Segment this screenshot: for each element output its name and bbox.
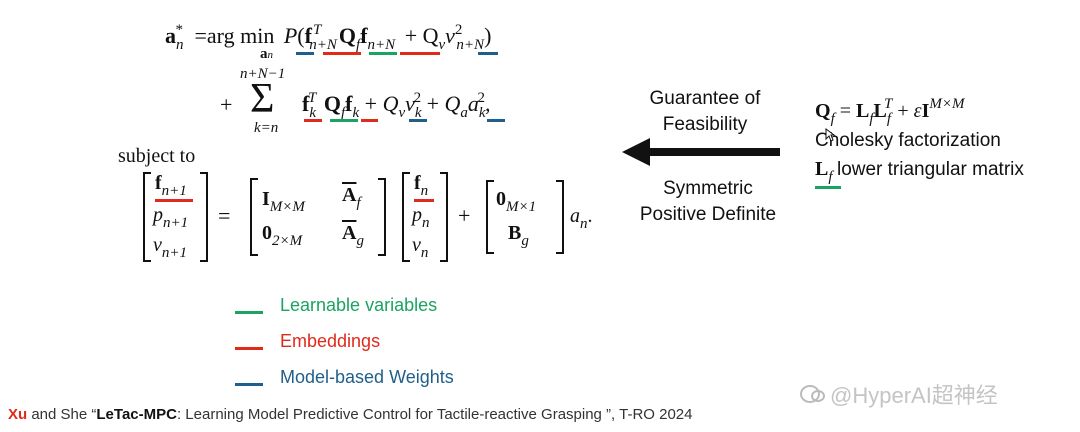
cell-v-n: vn <box>412 234 429 261</box>
subject-to-label: subject to <box>118 145 196 167</box>
arrow-label-bottom-line2: Positive Definite <box>639 204 777 225</box>
underline-qv-2 <box>409 119 427 122</box>
watermark-logo-icon <box>800 385 825 403</box>
bracket-left-1 <box>143 172 151 262</box>
qv-subscript: v <box>438 37 446 53</box>
argmin-operator: =arg min <box>194 23 275 48</box>
equals-sign: = <box>218 203 231 228</box>
underline-fk-1 <box>304 119 322 122</box>
underline-qf-2 <box>330 119 358 122</box>
arrow-label-bottom-line1: Symmetric <box>663 178 753 199</box>
v-symbol: v <box>445 23 455 48</box>
legend-label-embeddings: Embeddings <box>280 331 381 351</box>
underline-p-weight <box>296 52 314 55</box>
underline-qv-1 <box>478 52 498 55</box>
cholesky-label: Cholesky factorization <box>815 130 1001 151</box>
sum-bottom-text: k=n <box>254 120 279 136</box>
argmin-sub-a: a <box>260 46 268 62</box>
cell-a-f: Af <box>342 184 361 211</box>
underline-qa <box>487 119 505 122</box>
cell-zero-2m: 02×M <box>262 222 303 249</box>
sum-plus: + <box>220 92 233 117</box>
underline-qf-1 <box>369 52 397 55</box>
bracket-right-1 <box>200 172 208 262</box>
citation-venue: ”, T-RO 2024 <box>601 406 693 423</box>
citation: Xu and She “LeTac-MPC: Learning Model Pr… <box>8 406 692 423</box>
cell-p-n: pn <box>412 204 430 231</box>
legend-swatch-blue <box>235 383 263 386</box>
legend-swatch-red <box>235 347 263 350</box>
bracket-right-3 <box>440 172 448 262</box>
bracket-right-2 <box>378 178 386 256</box>
cell-identity: IM×M <box>262 188 305 215</box>
arrow-label-top-line2: Feasibility <box>662 114 748 135</box>
lf-symbol: Lf <box>815 158 833 185</box>
objective-line-1: an* =arg min P(fTn+NQffn+N + Qvv2n+N) <box>165 22 492 53</box>
lhs-subscript: n <box>176 37 184 53</box>
underline-f-n <box>414 199 434 202</box>
equation-period: . <box>587 205 593 227</box>
cell-a-n: an. <box>570 205 593 232</box>
ltri-label: lower triangular matrix <box>836 159 1024 180</box>
bracket-right-4 <box>556 180 564 254</box>
cursor-icon <box>825 128 835 142</box>
cell-v-n1: vn+1 <box>153 234 188 261</box>
sum-bottom-limit: k=n <box>254 120 278 137</box>
cell-f-n1: fn+1 <box>155 172 187 199</box>
bracket-left-3 <box>402 172 410 262</box>
v-subscript: n+N <box>456 37 485 53</box>
underline-f-embedding-1 <box>323 52 361 55</box>
underline-f-embedding-2 <box>400 52 440 55</box>
underline-f-n1 <box>155 199 193 202</box>
legend-label-learnable: Learnable variables <box>280 295 438 315</box>
cholesky-equation: Qf = LfLfT + εIM×M <box>815 96 965 127</box>
watermark: @HyperAI超神经 <box>800 378 998 410</box>
legend-swatch-green <box>235 311 263 314</box>
cell-p-n1: pn+1 <box>153 204 189 231</box>
cell-a-g: Ag <box>342 222 364 249</box>
ltri-row: Lf lower triangular matrix <box>815 158 1024 186</box>
line2-comma: , <box>485 91 491 116</box>
left-arrow-icon <box>622 138 780 166</box>
citation-first-author: Xu <box>8 406 28 423</box>
objective-line-2: fkT Qffk + Qvvk2 + Qaak2, <box>302 90 491 121</box>
legend-label-model-weights: Model-based Weights <box>280 367 454 387</box>
p-weight: P <box>283 23 298 48</box>
underline-fk-2 <box>361 119 378 122</box>
lhs-superscript: * <box>175 22 184 38</box>
sum-top-limit: n+N−1 <box>240 66 285 83</box>
watermark-text: @HyperAI超神经 <box>830 383 998 408</box>
arrow-label-top-line1: Guarantee of <box>649 88 761 109</box>
v-squared: 2 <box>454 22 463 38</box>
bracket-left-2 <box>250 178 258 256</box>
plus-q: + Q <box>404 23 439 48</box>
plus-sign: + <box>458 203 471 228</box>
arrow-label-top: Guarantee of Feasibility <box>625 86 785 138</box>
arrow-label-bottom: Symmetric Positive Definite <box>625 176 791 228</box>
citation-paper-title: : Learning Model Predictive Control for … <box>176 406 602 423</box>
sum-top-text: n+N−1 <box>240 66 286 82</box>
cell-f-n: fn <box>414 172 429 199</box>
bracket-left-4 <box>486 180 494 254</box>
optimal-action-symbol: a <box>165 23 176 48</box>
argmin-sub-n: n <box>267 49 274 61</box>
sum-symbol: Σ <box>250 76 275 122</box>
cell-b-g: Bg <box>508 222 529 249</box>
cell-zero-m1: 0M×1 <box>496 188 537 215</box>
underline-lf <box>815 186 841 189</box>
argmin-subscript: an <box>260 46 273 63</box>
citation-other-authors: and She “ <box>27 406 97 423</box>
citation-paper-short: LeTac-MPC <box>96 406 177 423</box>
